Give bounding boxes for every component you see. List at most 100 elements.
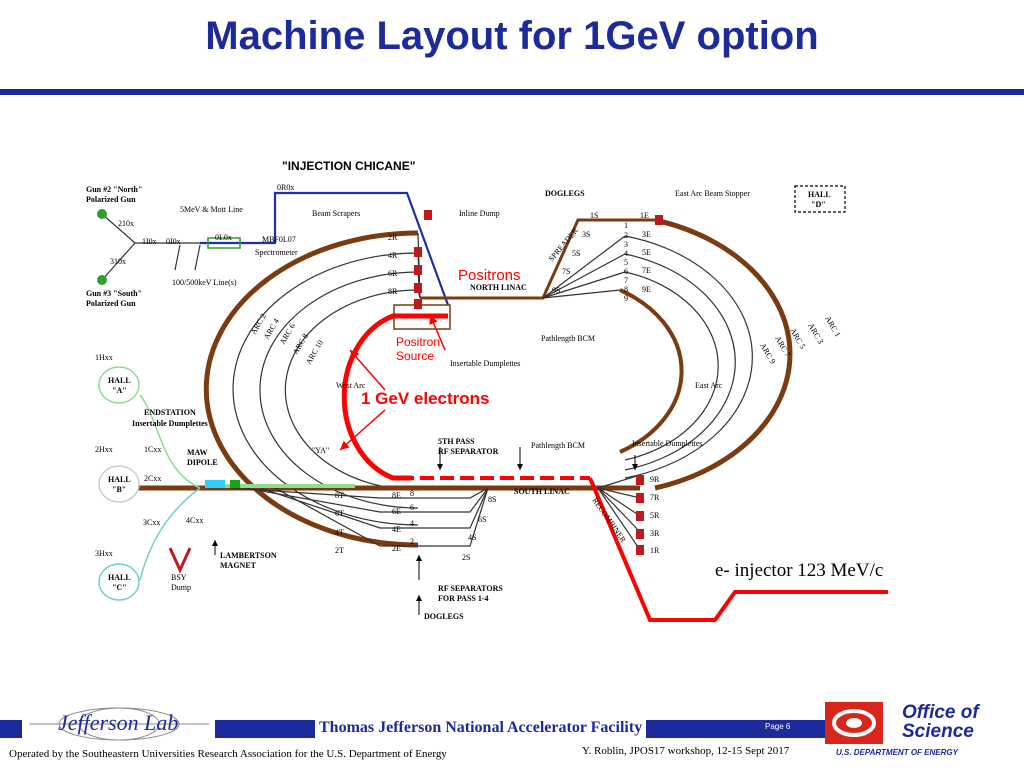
hall-d-line1: HALL [808,190,831,199]
hxx2-label: 2Hxx [95,445,113,454]
pass-label-3e: 3E [642,230,651,239]
recombiner-label: RECOMBINER [590,496,628,545]
doglegs-top-label: DOGLEGS [545,189,585,198]
pass-label-5e: 5E [642,248,651,257]
hall-b-green-block [230,480,240,488]
pass-label-4r: 4R [388,251,398,260]
spreader-lines [542,235,626,299]
positron-source-box [393,304,451,330]
slide-title: Machine Layout for 1GeV option [205,14,819,58]
pass-number-5: 5 [624,258,628,267]
pass-number-3: 3 [624,240,628,249]
arc8-label: ARC 8 [291,332,310,356]
hall-a-line [139,394,201,489]
pass-label-8e: 8E [392,491,401,500]
doe-office-text: Office of Science [902,703,979,741]
mbf-label: MBF0L07 [262,235,296,244]
cxx2-label: 2Cxx [144,474,161,483]
pass-number-9: 9 [624,294,628,303]
east-arc-label: East Arc [695,381,723,390]
endstation2-label: Insertable Dumplettes [132,419,208,428]
doe-department-text: U.S. DEPARTMENT OF ENERGY [836,748,958,757]
injection-chicane [200,191,450,306]
maw2-label: DIPOLE [187,458,218,467]
rf-sep2-label: FOR PASS 1-4 [438,594,489,603]
beam-scrapers-label: Beam Scrapers [312,209,360,218]
arc10-label: ARC 10 [304,339,325,366]
pass-label-1e: 1E [640,211,649,220]
pass-number-7: 7 [624,276,628,285]
pass-number-1: 1 [624,221,628,230]
gun2-label: Gun #2 "North" [86,185,142,194]
lambertson2-label: MAGNET [220,561,257,570]
kev-line-label: 100/500keV Line(s) [172,278,237,287]
credit-text: Y. Roblin, JPOS17 workshop, 12-15 Sept 2… [582,745,790,757]
north-linac-line [420,218,655,300]
positron-loop [341,313,448,481]
mbf-spectrometer-block [207,237,241,249]
hall-b-cyan-block [205,480,225,488]
spectrometer-label: Spectrometer [255,248,298,257]
injector-line [588,477,888,622]
bsy2-label: Dump [171,583,191,592]
bsy1-label: BSY [171,573,187,582]
pass-label-4s: 4S [468,533,476,542]
pass-label-5r: 5R [650,511,660,520]
injection-chicane-label: "INJECTION CHICANE" [282,159,415,173]
pass-label-2t: 2T [335,546,344,555]
pass-label-5s: 5S [572,249,580,258]
pass-label-8t: 8T [335,491,344,500]
arc9-label: ARC 9 [758,342,777,366]
pass-label-7s: 7S [562,267,570,276]
arc1-label: ARC 1 [823,315,842,339]
hall-c-line2: "C" [112,583,127,592]
l310x-label: 310x [110,257,126,266]
pass-label-2s: 2S [462,553,470,562]
label-arrows [212,447,638,615]
fifth-pass1-label: 5TH PASS [438,437,475,446]
l110x-label: 1I0x [142,237,157,246]
insertable-dumplettes-right-label: Insertable Dumplettes [632,439,702,448]
hall-d-line2: "D" [811,200,826,209]
rf-sep1-label: RF SEPARATORS [438,584,503,593]
arc3-label: ARC 3 [806,322,825,346]
pass-label-2r: 2R [388,233,398,242]
hall-c-line1: HALL [108,573,131,582]
arc6-label: ARC 6 [278,322,297,346]
pass-label-6s: 6S [478,515,486,524]
pass-number-south-6: 6 [410,503,414,512]
pass-label-7e: 7E [642,266,651,275]
jefferson-lab-logo [29,707,209,741]
hall-b-green-line [220,484,355,488]
l0l0x-label: 0L0x [215,233,232,242]
pass-label-8s: 8S [488,495,496,504]
pass-label-1s: 1S [590,211,598,220]
west-arcs [203,230,419,548]
pass-label-9s: 9S [552,286,560,295]
pass-number-6: 6 [624,267,628,276]
gun-dots [97,209,107,285]
pass-label-8r: 8R [388,287,398,296]
bsy-dump-arrow [168,547,192,574]
west-arc-label: West Arc [336,381,366,390]
gev-electrons-annotation: 1 GeV electrons [361,389,490,408]
lambertson1-label: LAMBERTSON [220,551,277,560]
south-linac-label: SOUTH LINAC [514,487,570,496]
footer-facility-name: Thomas Jefferson National Accelerator Fa… [315,717,647,739]
cxx1-label: 1Cxx [144,445,161,454]
hall-a-line2: "A" [112,386,127,395]
pass-label-3s: 3S [582,230,590,239]
doe-office-line2: Science [902,721,974,742]
pass-label-9e: 9E [642,285,651,294]
pass-label-6t: 6T [335,509,344,518]
hall-a-line1: HALL [108,376,131,385]
mott-label: 5MeV & Mott Line [180,205,243,214]
doe-office-line1: Office of [902,702,979,723]
page-number: Page 6 [765,722,791,731]
pass-label-7r: 7R [650,493,660,502]
inline-dump-label: Inline Dump [459,209,500,218]
pass-label-3r: 3R [650,529,660,538]
cxx3-label: 3Cxx [143,518,160,527]
pass-number-south-4: 4 [410,519,414,528]
gun3-label: Gun #3 "South" [86,289,142,298]
